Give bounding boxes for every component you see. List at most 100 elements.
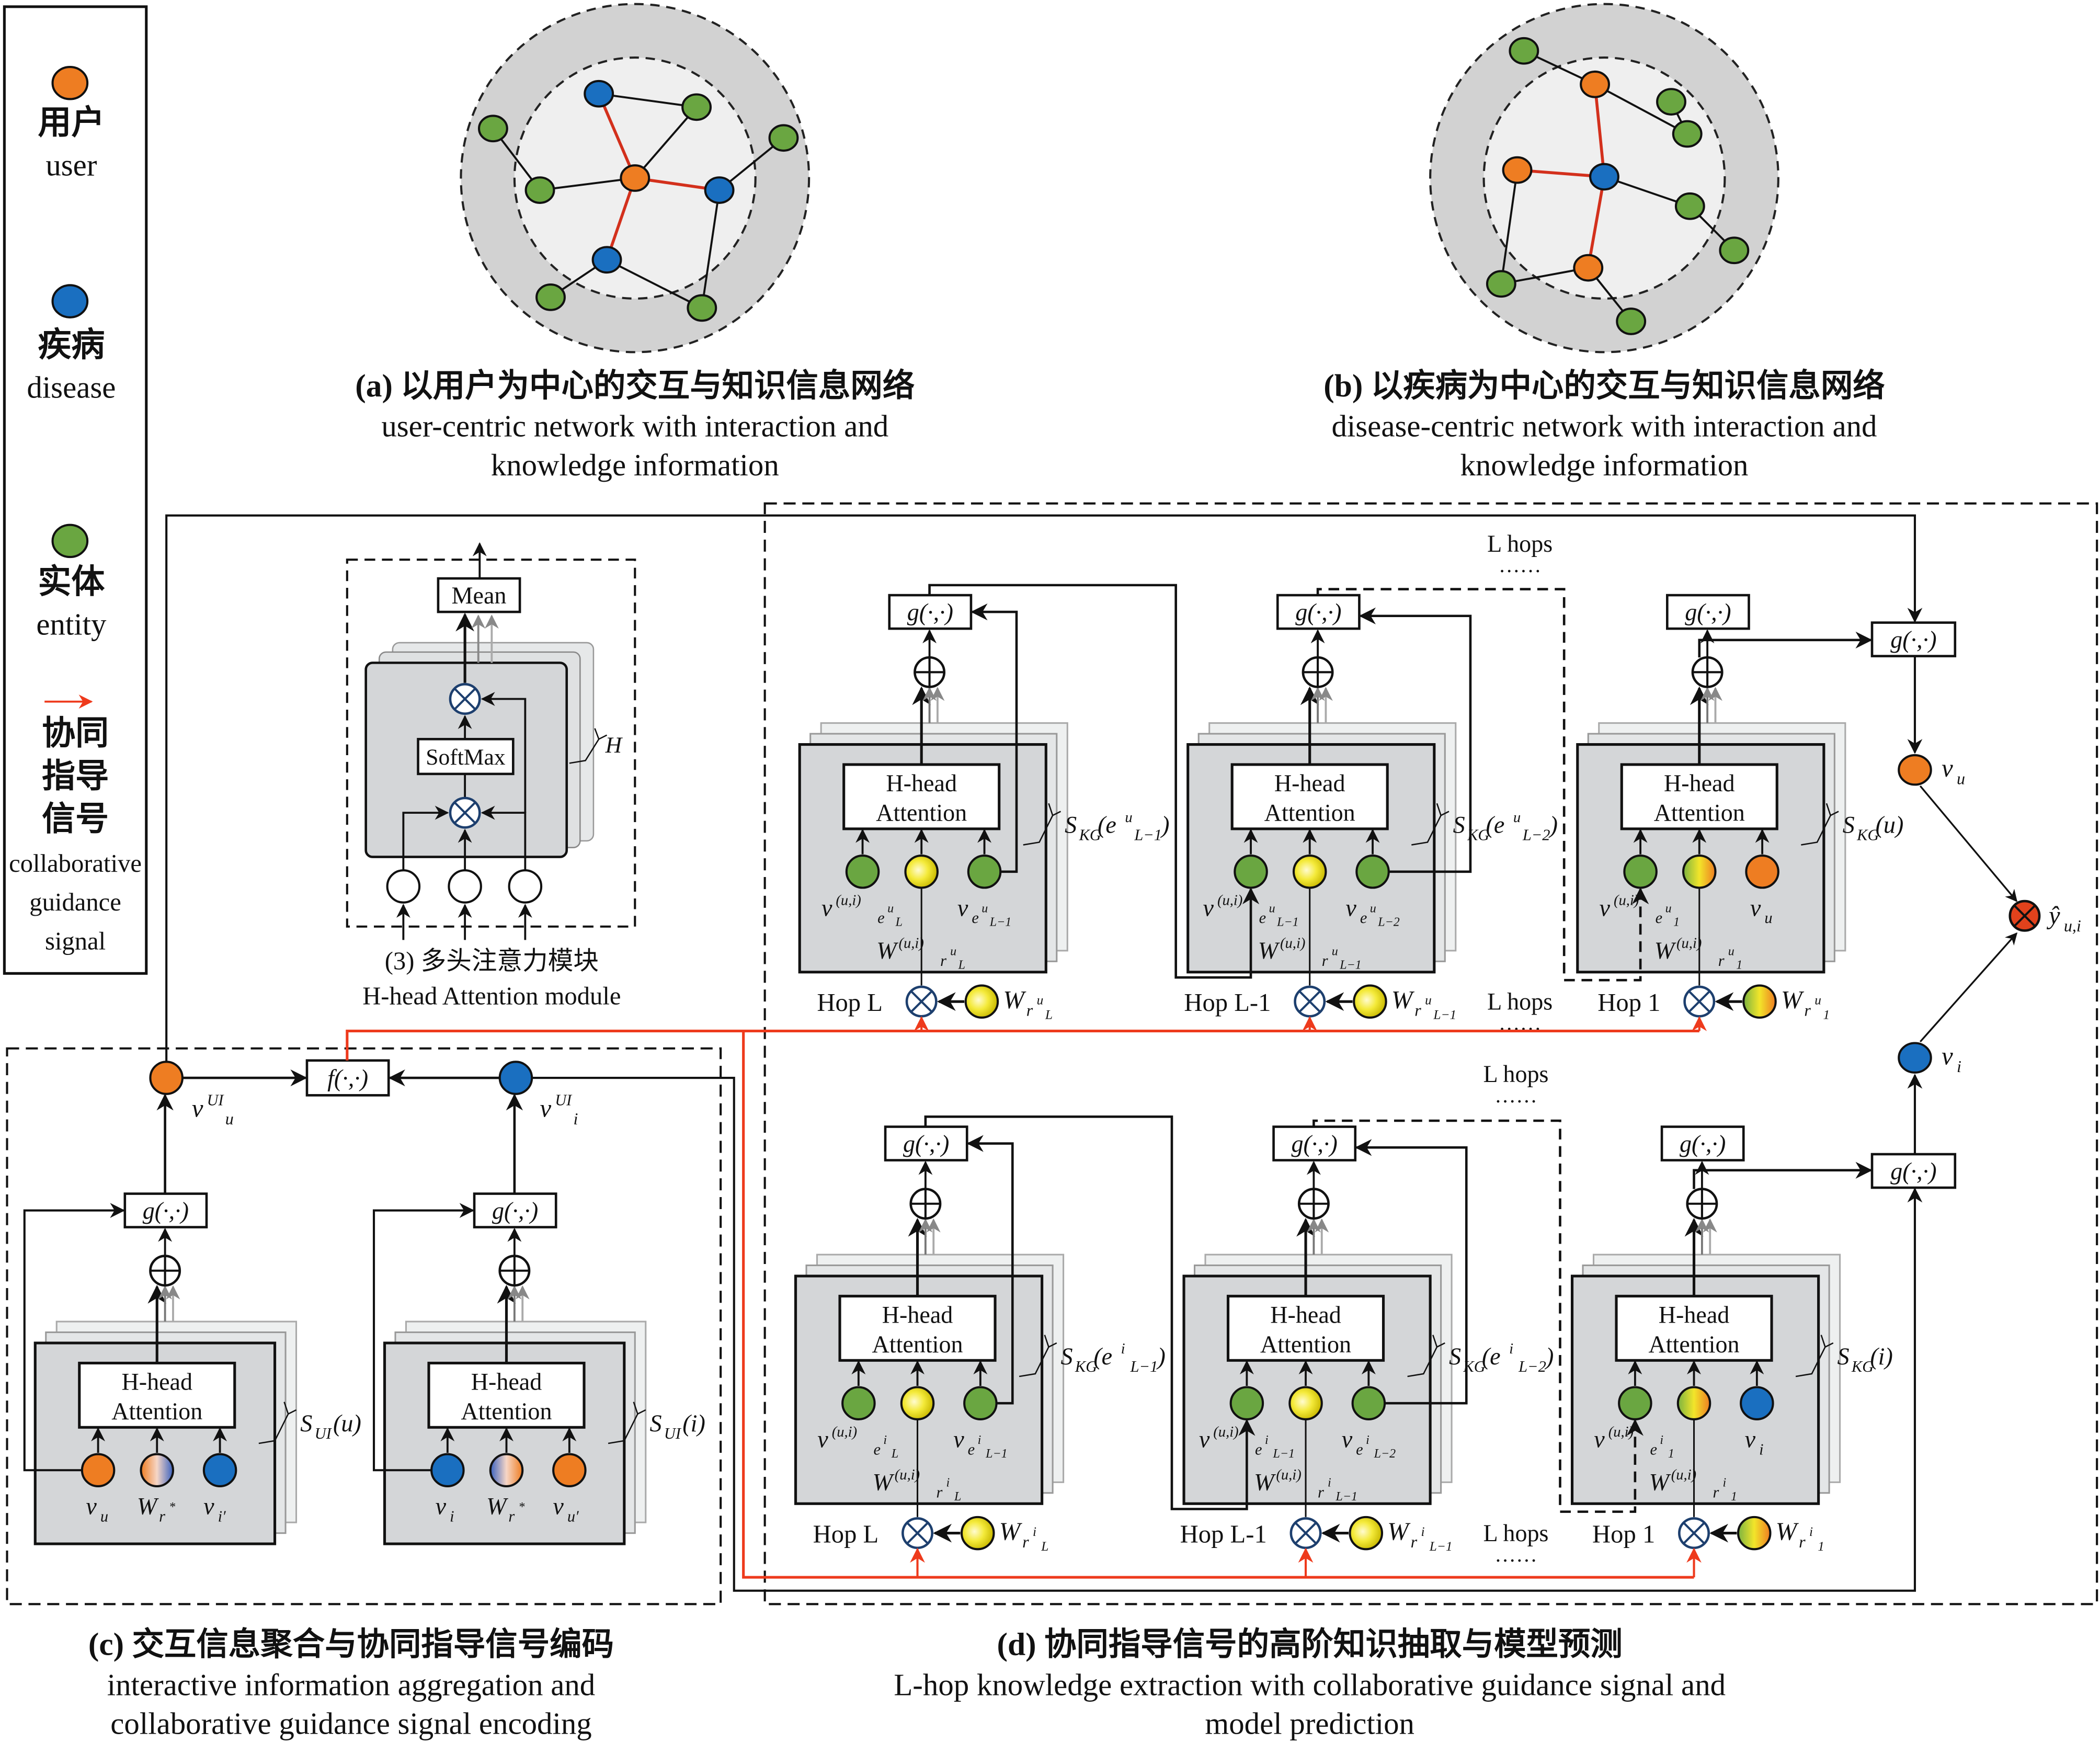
network-b bbox=[1429, 3, 1779, 354]
math-piece: L bbox=[1045, 1007, 1053, 1022]
input-label: v(u,i)euL bbox=[821, 893, 903, 929]
math-piece: (u,i) bbox=[1280, 935, 1305, 951]
math-piece: W bbox=[1654, 937, 1676, 964]
math-piece: * bbox=[518, 1500, 524, 1514]
math-piece: e bbox=[1259, 909, 1266, 927]
math-piece: W bbox=[1003, 986, 1026, 1014]
box-frame bbox=[1870, 1153, 1957, 1189]
legend-label-en: signal bbox=[45, 927, 106, 955]
math-piece: i bbox=[946, 1476, 950, 1490]
orange-dot-icon bbox=[51, 65, 89, 100]
entity-node bbox=[524, 176, 555, 204]
caption-title: (c) 交互信息聚合与协同指导信号编码 bbox=[88, 1627, 614, 1663]
user-ui-embedding-node bbox=[149, 1061, 184, 1095]
connector-line bbox=[481, 692, 527, 813]
ellipsis-dots: ······ bbox=[1499, 1017, 1542, 1041]
connector-line bbox=[1698, 631, 1873, 658]
disease-node bbox=[591, 246, 622, 274]
disease-input-node bbox=[430, 1453, 465, 1488]
caption-subtitle: interactive information aggregation and bbox=[107, 1668, 595, 1702]
math-piece: (u,i) bbox=[1676, 935, 1702, 951]
math-piece: v bbox=[192, 1094, 203, 1122]
math-piece: S bbox=[1843, 812, 1855, 838]
disease-input-node bbox=[1740, 1386, 1774, 1421]
math-piece: v bbox=[821, 894, 832, 921]
entity-input-node bbox=[1229, 1386, 1264, 1421]
math-piece: S bbox=[1837, 1343, 1849, 1370]
f-function-box: f(·,·) bbox=[305, 1059, 390, 1097]
knowledge-edge bbox=[634, 106, 698, 179]
math-piece: (e bbox=[1486, 812, 1505, 838]
relation-input-node bbox=[1292, 855, 1327, 889]
g-function-box: g(·,·) bbox=[884, 1125, 968, 1162]
math-piece: 1 bbox=[1736, 959, 1742, 972]
sum-operator-icon bbox=[914, 656, 946, 688]
operator-plus bbox=[915, 657, 944, 687]
interaction-edge bbox=[597, 93, 636, 179]
entity-input-node bbox=[841, 1386, 876, 1421]
signal-line bbox=[742, 1031, 1694, 1579]
entity-node bbox=[1674, 192, 1705, 220]
box-frame bbox=[1666, 594, 1750, 630]
operator-plus bbox=[499, 1256, 530, 1285]
sum-operator-icon bbox=[1297, 1188, 1330, 1220]
math-piece: * bbox=[169, 1500, 175, 1514]
math-piece: u bbox=[1513, 810, 1521, 826]
math-piece: L−1 bbox=[1336, 1490, 1357, 1504]
math-piece: ) bbox=[1548, 812, 1558, 838]
math-piece: UI bbox=[207, 1091, 225, 1109]
math-piece: (u,i) bbox=[895, 1467, 920, 1483]
math-piece: v bbox=[1745, 1426, 1756, 1453]
entity-input-node bbox=[1623, 855, 1658, 889]
interaction-edge bbox=[1593, 84, 1606, 177]
math-piece: (i) bbox=[682, 1410, 705, 1437]
math-piece: L−1 bbox=[1130, 1358, 1158, 1375]
multiply-operator-icon bbox=[1683, 985, 1716, 1018]
multiply-operator-icon bbox=[449, 683, 481, 715]
relation-input-node bbox=[900, 1386, 935, 1421]
residual-line bbox=[966, 1135, 1014, 1405]
brace-icon bbox=[1795, 1335, 1834, 1377]
input-node bbox=[386, 869, 421, 904]
math-piece: 1 bbox=[1818, 1539, 1824, 1554]
hop-label: Hop 1 bbox=[1597, 988, 1660, 1017]
box-label: H-head bbox=[1664, 770, 1735, 796]
input-label: v(u,i)eiL−1 bbox=[1199, 1424, 1295, 1461]
green-dot-icon bbox=[51, 523, 89, 559]
math-piece: u bbox=[1814, 993, 1821, 1008]
l-hops-text: L hops bbox=[1487, 988, 1553, 1015]
box-frame bbox=[888, 594, 973, 630]
softmax-box: SoftMax bbox=[417, 738, 515, 776]
input-node bbox=[448, 869, 482, 904]
box-frame bbox=[1615, 1294, 1773, 1362]
math-piece: L bbox=[895, 916, 903, 929]
math-piece: (u,i) bbox=[1608, 1424, 1634, 1440]
math-piece: r bbox=[159, 1508, 165, 1525]
hop-chain-dashed-line bbox=[1316, 588, 1649, 982]
math-piece: L−2 bbox=[1377, 916, 1399, 929]
residual-line bbox=[971, 603, 1018, 873]
ui_bu-input-node bbox=[489, 1453, 524, 1488]
box-label: g(·,·) bbox=[907, 599, 953, 625]
box-frame bbox=[78, 1361, 236, 1429]
legend-label-en: disease bbox=[27, 370, 116, 404]
